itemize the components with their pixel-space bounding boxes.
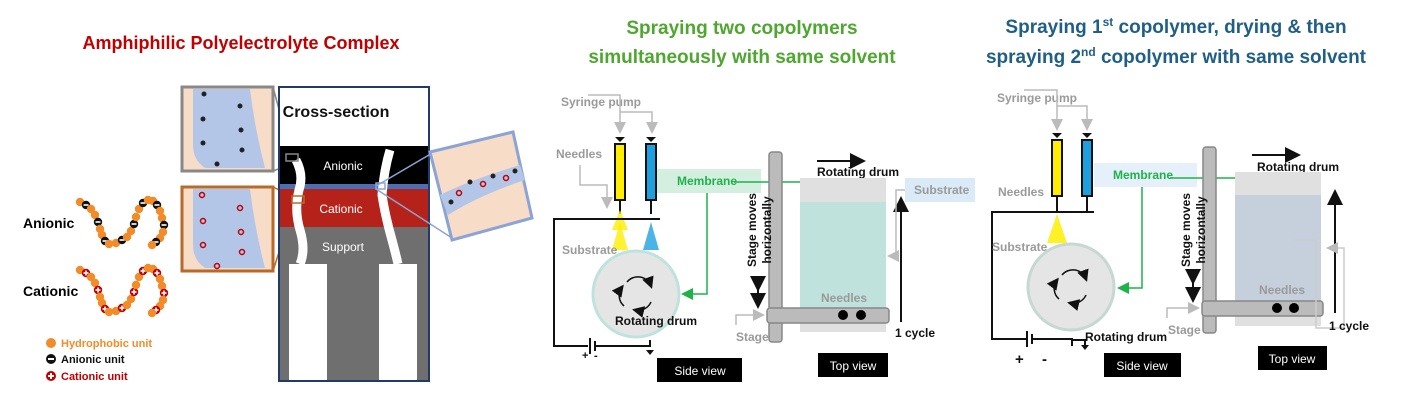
plus-sign-3: + [1015, 351, 1024, 368]
syringe-yellow-3 [1047, 133, 1067, 243]
side-view-badge [657, 358, 742, 382]
rotating-drum-top-label-3: Rotating drum [1257, 160, 1339, 174]
hydrophobic-unit [131, 212, 141, 222]
yellow-spray-3 [1047, 214, 1067, 243]
legend-hydrophobic: Hydrophobic unit [61, 338, 152, 350]
minus-sign: - [594, 350, 598, 362]
hydrophobic-unit [155, 206, 165, 216]
substrate-top-label-bg [905, 178, 975, 202]
rotating-drum-label: Rotating drum [615, 314, 697, 328]
cycle-label-3: 1 cycle [1329, 319, 1369, 333]
needles-label: Needles [556, 147, 602, 161]
stage-label: Stage [736, 330, 769, 344]
minus-sign-3: - [1042, 351, 1047, 368]
plus-sign: + [582, 350, 588, 362]
cationic-unit-icon [46, 371, 56, 381]
substrate-label: Substrate [562, 243, 618, 257]
hydrophobic-unit-icon [46, 338, 56, 348]
hydrophobic-unit [157, 281, 167, 291]
support-layer-label: Support [322, 240, 365, 254]
hydrophobic-unit [155, 274, 165, 284]
substrate-label-3: Substrate [992, 240, 1048, 254]
hydrophobic-unit [147, 308, 157, 318]
panel3-title-line2: spraying 2nd copolymer with same solvent [986, 45, 1367, 68]
side-view-label: Side view [674, 364, 726, 378]
syringe-blue [643, 137, 659, 250]
stage-bar-3 [1201, 300, 1324, 317]
hydrophobic-unit [122, 300, 132, 310]
hydrophobic-unit [147, 240, 157, 250]
anionic-layer-label: Anionic [323, 159, 362, 173]
hydrophobic-unit [122, 232, 132, 242]
rotating-drum-side-3 [1026, 242, 1116, 332]
interface-zoom-inset [375, 130, 534, 242]
hydrophobic-unit [86, 204, 96, 214]
top-view-label: Top view [830, 359, 877, 373]
panel2-title-line1: Spraying two copolymers [626, 18, 857, 39]
cationic-chain-label: Cationic [23, 283, 78, 299]
membrane-label-3: Membrane [1113, 168, 1173, 182]
panel-amphiphilic-complex: Amphiphilic Polyelectrolyte Complex Anio… [23, 33, 534, 383]
hydrophobic-unit [86, 272, 96, 282]
syringe-yellow [612, 137, 628, 230]
rotating-drum-side [591, 249, 681, 339]
substrate-top-label: Substrate [914, 183, 970, 197]
cationic-zoom-inset [180, 185, 295, 273]
stage-moves-label-1-3: Stage moves [1179, 193, 1193, 267]
hydrophobic-unit [131, 280, 141, 290]
rotation-icon [611, 275, 654, 318]
top-view-label-3: Top view [1269, 352, 1316, 366]
rotating-drum-top-label: Rotating drum [817, 165, 899, 179]
hydrophobic-unit [90, 210, 100, 220]
membrane-label-bg [657, 169, 761, 193]
anionic-chain [75, 195, 169, 250]
cationic-chain [75, 263, 169, 318]
stage-rail [768, 151, 783, 343]
stage-moves-label-1: Stage moves [745, 193, 759, 267]
hydrophobic-unit [126, 294, 136, 304]
needles-top-label-3: Needles [1259, 283, 1305, 297]
legend-anionic: Anionic unit [61, 354, 125, 366]
panel3-title-line1: Spraying 1st copolymer, drying & then [1005, 15, 1346, 38]
panel2-title-line2: simultaneously with same solvent [588, 47, 896, 68]
stage-moves-label-2-3: horizontally [1194, 196, 1208, 264]
stage-moves-label-2: horizontally [760, 196, 774, 264]
syringe-pump-label: Syringe pump [561, 95, 641, 109]
side-view-badge-3 [1104, 353, 1181, 377]
top-view-badge [818, 353, 888, 377]
rotating-drum-label-3: Rotating drum [1085, 330, 1167, 344]
legend-cationic: Cationic unit [61, 371, 128, 383]
stage-label-3: Stage [1168, 323, 1201, 337]
hydrophobic-unit [104, 307, 114, 317]
anionic-chain-label: Anionic [23, 215, 75, 231]
stage-bar [766, 307, 890, 324]
hydrophobic-unit [126, 226, 136, 236]
membrane-label-bg-3 [1094, 163, 1197, 187]
syringe-blue-3 [1081, 133, 1093, 213]
rotation-icon-3 [1046, 268, 1089, 311]
syringe-pump-label-3: Syringe pump [997, 91, 1077, 105]
anionic-unit-icon [46, 354, 56, 364]
cross-section-title: Cross-section [283, 104, 390, 121]
panel-sequential-spraying: Spraying 1st copolymer, drying & then sp… [986, 15, 1369, 377]
anionic-zoom-inset [180, 85, 293, 173]
blue-spray [643, 222, 659, 250]
cross-section: Cross-section Anionic Cationic Support [278, 86, 430, 382]
panel-simultaneous-spraying: Spraying two copolymers simultaneously w… [553, 18, 975, 382]
needles-label-3: Needles [998, 185, 1044, 199]
top-view-badge-3 [1258, 346, 1327, 370]
hydrophobic-unit [134, 204, 144, 214]
hydrophobic-unit [90, 278, 100, 288]
needles-top-label: Needles [821, 291, 867, 305]
cycle-label: 1 cycle [895, 326, 935, 340]
side-view-label-3: Side view [1116, 359, 1168, 373]
membrane-label: Membrane [677, 174, 737, 188]
stage-rail-3 [1202, 146, 1217, 334]
hydrophobic-unit [104, 239, 114, 249]
hydrophobic-unit [157, 213, 167, 223]
legend: Hydrophobic unit Anionic unit Cationic u… [46, 338, 152, 383]
hydrophobic-unit [134, 272, 144, 282]
cationic-layer-label: Cationic [319, 202, 362, 216]
panel1-title: Amphiphilic Polyelectrolyte Complex [82, 33, 399, 53]
